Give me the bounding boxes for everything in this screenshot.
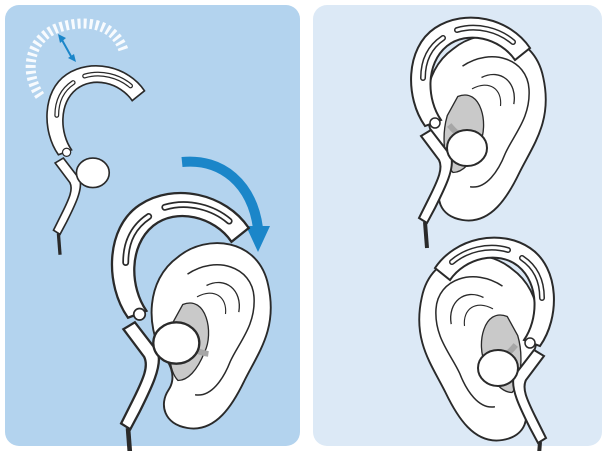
illustration-canvas [0,0,607,451]
